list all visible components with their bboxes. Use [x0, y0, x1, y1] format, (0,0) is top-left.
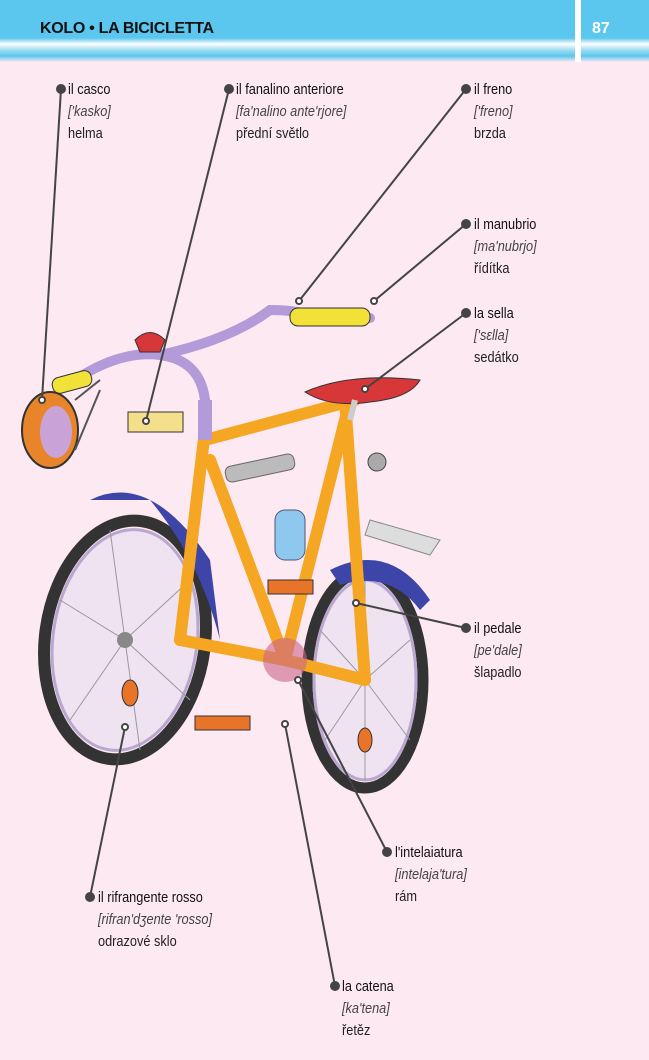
handlebar	[51, 304, 387, 472]
label-freno: il freno ['freno] brzda	[474, 79, 513, 145]
pronunciation: ['kasko]	[68, 103, 111, 120]
italian-word: il rifrangente rosso	[98, 889, 203, 906]
italian-word: l'intelaiatura	[395, 844, 463, 861]
pronunciation: ['freno]	[474, 103, 513, 120]
label-pedale: il pedale [pe'dale] šlapadlo	[474, 618, 522, 684]
italian-word: il casco	[68, 81, 111, 98]
page-title: KOLO • LA BICICLETTA	[40, 20, 214, 37]
italian-word: il fanalino anteriore	[236, 81, 344, 98]
translation: přední světlo	[236, 125, 310, 142]
helmet	[21, 379, 101, 469]
italian-word: il pedale	[474, 620, 522, 637]
italian-word: la catena	[342, 978, 394, 995]
translation: šlapadlo	[474, 664, 522, 681]
pronunciation: [pe'dale]	[474, 642, 522, 659]
pronunciation: [intelaja'tura]	[395, 866, 467, 883]
translation: sedátko	[474, 349, 519, 366]
header-divider	[575, 0, 581, 62]
pronunciation: ['sɛlla]	[474, 327, 509, 344]
label-fanalino: il fanalino anteriore [fa'nalino ante'rjo…	[236, 79, 346, 145]
pronunciation: [ma'nubrjo]	[474, 238, 537, 255]
italian-word: il freno	[474, 81, 513, 98]
front-wheel	[301, 519, 441, 794]
translation: řetěz	[342, 1022, 371, 1039]
label-sella: la sella ['sɛlla] sedátko	[474, 303, 519, 369]
label-rifrangente: il rifrangente rosso [rifran'dʒente 'ross…	[98, 887, 212, 953]
label-casco: il casco ['kasko] helma	[68, 79, 111, 145]
translation: brzda	[474, 125, 506, 142]
italian-word: la sella	[474, 305, 514, 322]
pronunciation: [ka'tena]	[342, 1000, 390, 1017]
translation: řídítka	[474, 260, 510, 277]
pronunciation: [rifran'dʒente 'rosso]	[98, 911, 213, 928]
label-manubrio: il manubrio [ma'nubrjo] řídítka	[474, 214, 537, 280]
label-intelaiatura: l'intelaiatura [intelaja'tura] rám	[395, 842, 467, 908]
translation: odrazové sklo	[98, 933, 177, 950]
page-number: 87	[592, 20, 610, 37]
pronunciation: [fa'nalino ante'rjore]	[236, 103, 347, 120]
label-catena: la catena [ka'tena] řetěz	[342, 976, 394, 1042]
translation: rám	[395, 888, 417, 905]
italian-word: il manubrio	[474, 216, 537, 233]
translation: helma	[68, 125, 103, 142]
header-bar	[0, 0, 649, 62]
leader-lines	[38, 84, 471, 991]
